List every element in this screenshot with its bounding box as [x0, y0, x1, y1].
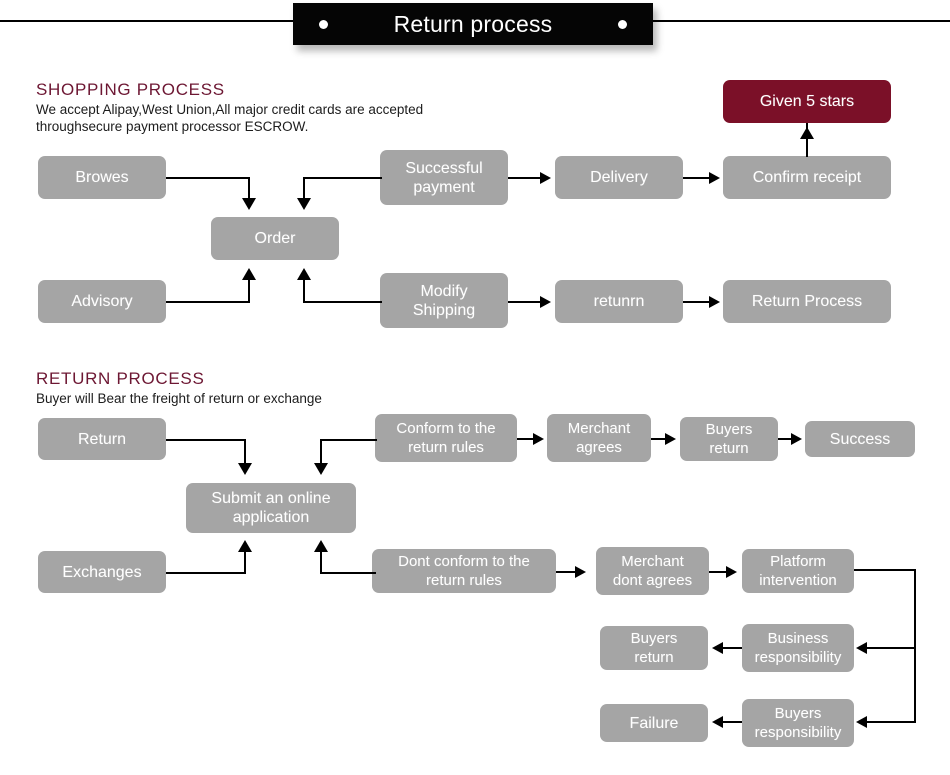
- node-buyers-return-mid[interactable]: Buyers return: [600, 626, 708, 670]
- node-successful-payment[interactable]: Successful payment: [380, 150, 508, 205]
- bullet-dot-right-icon: [618, 20, 627, 29]
- node-browes[interactable]: Browes: [38, 156, 166, 199]
- arrowhead-dontconform-merchantdont: [575, 566, 586, 578]
- connector-exchanges-submit-v: [244, 548, 246, 573]
- node-business-responsibility[interactable]: Business responsibility: [742, 624, 854, 672]
- node-success[interactable]: Success: [805, 421, 915, 457]
- connector-platform-bus-h: [854, 569, 916, 571]
- arrowhead-buyersresp-failure: [712, 716, 723, 728]
- connector-browes-order-h: [166, 177, 250, 179]
- arrowhead-retunrn-returnprocess: [709, 296, 720, 308]
- header-banner: Return process: [293, 3, 653, 45]
- connector-conform-merchant: [517, 438, 536, 440]
- connector-modify-retunrn: [508, 301, 542, 303]
- node-submit-online-application[interactable]: Submit an online application: [186, 483, 356, 533]
- arrowhead-exchanges-submit: [238, 540, 252, 552]
- node-merchant-agrees[interactable]: Merchant agrees: [547, 414, 651, 462]
- connector-dontconform-submit-h: [320, 572, 376, 574]
- connector-payment-order-h: [303, 177, 382, 179]
- node-dont-conform-return-rules[interactable]: Dont conform to the return rules: [372, 549, 556, 593]
- arrowhead-payment-delivery: [540, 172, 551, 184]
- node-conform-to-return-rules[interactable]: Conform to the return rules: [375, 414, 517, 462]
- arrowhead-bus-business: [856, 642, 867, 654]
- connector-return-submit-h: [166, 439, 246, 441]
- node-delivery[interactable]: Delivery: [555, 156, 683, 199]
- node-given-5-stars[interactable]: Given 5 stars: [723, 80, 891, 123]
- connector-buyersresp-failure-h: [722, 721, 742, 723]
- node-order[interactable]: Order: [211, 217, 339, 260]
- arrowhead-modify-retunrn: [540, 296, 551, 308]
- node-retunrn[interactable]: retunrn: [555, 280, 683, 323]
- node-failure[interactable]: Failure: [600, 704, 708, 742]
- node-merchant-dont-agrees[interactable]: Merchant dont agrees: [596, 547, 709, 595]
- arrowhead-conform-submit: [314, 463, 328, 475]
- connector-bus-buyersresp-h: [866, 721, 916, 723]
- connector-business-buyersreturn-h: [722, 647, 742, 649]
- connector-conform-submit-h: [320, 439, 377, 441]
- connector-dontconform-merchantdont: [556, 571, 578, 573]
- connector-merchantdont-platform: [709, 571, 729, 573]
- node-modify-shipping[interactable]: Modify Shipping: [380, 273, 508, 328]
- connector-payment-delivery: [508, 177, 542, 179]
- connector-delivery-confirm: [683, 177, 712, 179]
- node-buyers-responsibility[interactable]: Buyers responsibility: [742, 699, 854, 747]
- arrowhead-merchant-buyersreturn: [665, 433, 676, 445]
- connector-retunrn-returnprocess: [683, 301, 712, 303]
- connector-advisory-order-v: [248, 276, 250, 302]
- connector-merchant-buyersreturn: [651, 438, 668, 440]
- arrowhead-payment-order: [297, 198, 311, 210]
- connector-confirm-stars: [806, 123, 808, 157]
- connector-dontconform-submit-v: [320, 548, 322, 573]
- bullet-dot-left-icon: [319, 20, 328, 29]
- return-process-heading: RETURN PROCESS: [36, 369, 205, 388]
- connector-payment-order-v: [303, 177, 305, 201]
- arrowhead-business-buyersreturn: [712, 642, 723, 654]
- connector-bus-business-h: [866, 647, 916, 649]
- connector-modify-order-v: [303, 276, 305, 302]
- node-buyers-return-top[interactable]: Buyers return: [680, 417, 778, 461]
- return-process-description: Buyer will Bear the freight of return or…: [36, 391, 322, 406]
- arrowhead-buyersreturn-success: [791, 433, 802, 445]
- node-exchanges[interactable]: Exchanges: [38, 551, 166, 593]
- arrowhead-browes-order: [242, 198, 256, 210]
- arrowhead-bus-buyersresp: [856, 716, 867, 728]
- arrowhead-conform-merchant: [533, 433, 544, 445]
- connector-exchanges-submit-h: [166, 572, 246, 574]
- arrowhead-merchantdont-platform: [726, 566, 737, 578]
- connector-return-submit-v: [244, 439, 246, 466]
- node-platform-intervention[interactable]: Platform intervention: [742, 549, 854, 593]
- arrowhead-confirm-stars: [800, 127, 814, 139]
- connector-platform-bus-v: [914, 569, 916, 723]
- connector-advisory-order-h: [166, 301, 250, 303]
- connector-conform-submit-v: [320, 439, 322, 466]
- shopping-process-description: We accept Alipay,West Union,All major cr…: [36, 102, 424, 134]
- node-confirm-receipt[interactable]: Confirm receipt: [723, 156, 891, 199]
- page-title: Return process: [393, 11, 553, 37]
- connector-modify-order-h: [303, 301, 382, 303]
- connector-buyersreturn-success: [778, 438, 794, 440]
- arrowhead-return-submit: [238, 463, 252, 475]
- arrowhead-advisory-order: [242, 268, 256, 280]
- arrowhead-delivery-confirm: [709, 172, 720, 184]
- connector-browes-order-v: [248, 177, 250, 201]
- node-return[interactable]: Return: [38, 418, 166, 460]
- node-advisory[interactable]: Advisory: [38, 280, 166, 323]
- node-return-process[interactable]: Return Process: [723, 280, 891, 323]
- arrowhead-modify-order: [297, 268, 311, 280]
- shopping-process-heading: SHOPPING PROCESS: [36, 80, 225, 99]
- arrowhead-dontconform-submit: [314, 540, 328, 552]
